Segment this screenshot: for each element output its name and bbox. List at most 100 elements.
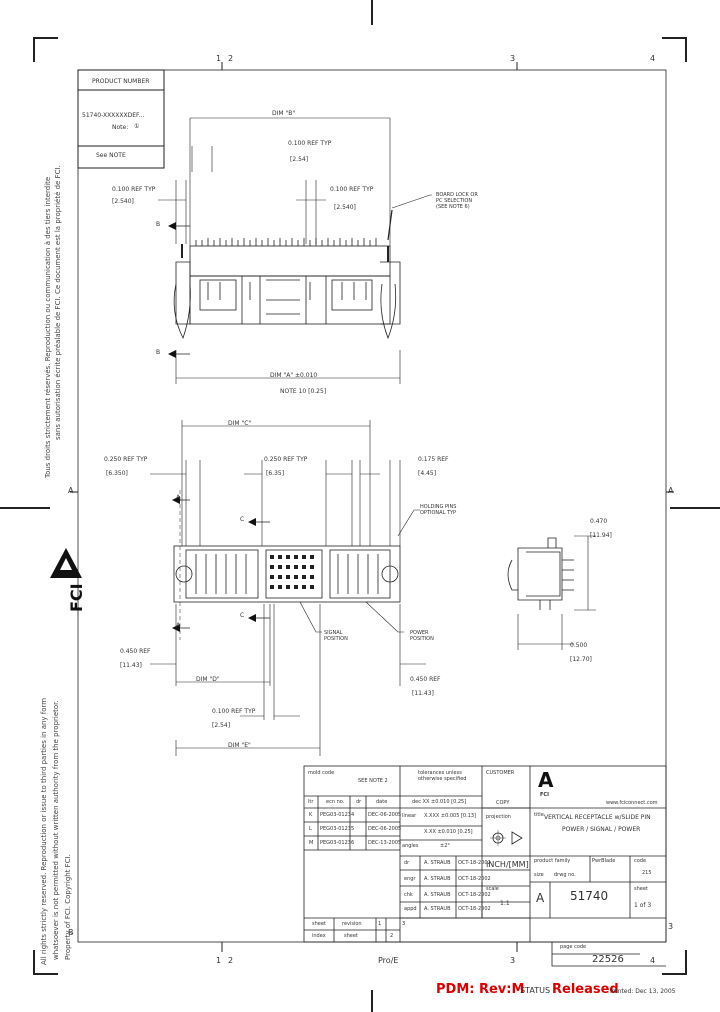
dim-450-right-mm: [11.43]: [412, 690, 434, 697]
product-family: PwrBlade: [592, 858, 616, 864]
dim-450-right: 0.450 REF: [410, 676, 441, 683]
ref-typ-bottom-mm: [2.54]: [212, 722, 231, 729]
rev-ecn-header: ecn no.: [326, 799, 345, 805]
sheet-row-label: sheet: [312, 921, 326, 927]
ref-250-mid: 0.250 REF TYP: [264, 456, 308, 463]
status-value: Released: [552, 982, 619, 997]
section-b-top: B: [156, 221, 161, 228]
zone-right-a: A: [668, 486, 674, 495]
website: www.fciconnect.com: [606, 800, 658, 806]
dim-a-label: DIM "A" ±0.010: [270, 372, 318, 379]
power-position-label: POWER POSITION: [410, 630, 434, 642]
ref-250-left-mm: [6.350]: [106, 470, 128, 477]
section-b-bottom: B: [156, 349, 161, 356]
sign-name: A. STRAUB: [424, 876, 451, 882]
dim-500: 0.500: [570, 642, 588, 649]
tolerances-label: tolerances unless otherwise specified: [418, 770, 467, 782]
rev-ltr-header: ltr: [308, 799, 314, 805]
ref-175-mm: [4.45]: [418, 470, 437, 477]
printed-date: Printed: Dec 13, 2005: [610, 988, 676, 995]
customer-label: CUSTOMER: [486, 770, 515, 776]
confidential-fr-2: sans autorisation écrite préalable de FC…: [54, 165, 62, 440]
tol-angles-label: angles: [402, 843, 419, 849]
rev-row-date: DEC-06-2005: [368, 826, 402, 832]
rev-index-2: 2: [390, 933, 394, 939]
sign-name: A. STRAUB: [424, 906, 451, 912]
sheet-label: sheet: [634, 886, 648, 892]
code-value: 215: [642, 870, 652, 876]
index-row-label: index: [312, 933, 326, 939]
sign-date: OCT-18-2002: [458, 860, 491, 866]
zone-left-a: A: [68, 486, 74, 495]
zone-top-1: 1: [216, 54, 222, 63]
sign-who: chk: [404, 892, 413, 898]
rev-row-ltr: M: [309, 840, 314, 846]
note-symbol-icon: ①: [134, 123, 140, 130]
sign-name: A. STRAUB: [424, 892, 451, 898]
dim-e-label: DIM "E": [228, 742, 251, 749]
zone-top-3: 3: [510, 54, 516, 63]
zone-top-2: 2: [228, 54, 234, 63]
ref-left-mm: [2.540]: [112, 198, 134, 205]
size-value: A: [536, 891, 545, 905]
section-a-top: A: [176, 494, 181, 501]
rights-en-3: Property of FCI. Copyright FCI.: [64, 854, 72, 960]
product-number-header: PRODUCT NUMBER: [92, 78, 150, 85]
zone-left-b: B: [68, 928, 74, 937]
scale-value: 1:1: [500, 900, 510, 907]
tol-angles-val: ±2°: [440, 843, 450, 849]
zone-bottom-2: 2: [228, 956, 234, 965]
dim-b-label: DIM "B": [272, 110, 296, 117]
ref-250-left: 0.250 REF TYP: [104, 456, 148, 463]
note-10: NOTE 10 [0.25]: [280, 388, 327, 395]
dim-d-label: DIM "D": [196, 676, 220, 683]
holding-pins-note: HOLDING PINS OPTIONAL TYP: [420, 504, 457, 516]
revision-sheet-label: sheet: [344, 933, 358, 939]
zone-bottom-4: 4: [650, 956, 656, 965]
sign-who: engr: [404, 876, 416, 882]
rights-en-2: whatsoever is not permitted without writ…: [52, 700, 60, 960]
rev-row-ecn: PEG03-01234: [320, 812, 355, 818]
drawing-title: VERTICAL RECEPTACLE w/SLIDE PIN: [544, 814, 651, 821]
section-c-bottom: C: [240, 612, 245, 619]
board-lock-note: BOARD LOCK OR PC SELECTION (SEE NOTE 6): [436, 192, 478, 210]
tol-linear-val: X.XXX ±0.005 [0.13]: [424, 813, 477, 819]
ref-left: 0.100 REF TYP: [112, 186, 156, 193]
confidential-fr: Tous droits strictement réservés. Reprod…: [44, 176, 52, 478]
section-c-top: C: [240, 516, 245, 523]
dim-500-mm: [12.70]: [570, 656, 592, 663]
dim-450-left: 0.450 REF: [120, 648, 151, 655]
sign-who: dr: [404, 860, 410, 866]
pdm-revision: PDM: Rev:M: [436, 982, 525, 997]
signal-position-label: SIGNAL POSITION: [324, 630, 348, 642]
sign-date: OCT-18-2002: [458, 906, 491, 912]
rev-row-ecn: PEG03-01236: [320, 840, 355, 846]
zone-right-3: 3: [668, 922, 674, 931]
product-family-label: product family: [534, 858, 571, 864]
rev-row-ltr: K: [309, 812, 313, 818]
rev-dr-header: dr: [356, 799, 362, 805]
drawing-title-2: POWER / SIGNAL / POWER: [562, 826, 641, 833]
sheet-value: 1 of 3: [634, 902, 652, 909]
customer-copy: COPY: [496, 800, 510, 806]
dim-450-left-mm: [11.43]: [120, 662, 142, 669]
section-a-bottom: A: [176, 622, 181, 629]
rev-index-3: 3: [402, 921, 406, 927]
tol-linear-val2: X.XX ±0.010 [0.25]: [424, 829, 473, 835]
dim-c-label: DIM "C": [228, 420, 252, 427]
rev-row-ecn: PEG03-01235: [320, 826, 355, 832]
sign-who: appd: [404, 906, 417, 912]
tol-linear-label: linear: [402, 813, 417, 819]
zone-top-4: 4: [650, 54, 656, 63]
sign-name: A. STRAUB: [424, 860, 451, 866]
drawing-number: 51740: [570, 889, 609, 903]
projection-label: projection: [486, 814, 511, 820]
rev-row-date: DEC-06-2005: [368, 812, 402, 818]
rights-en: All rights strictly reserved. Reproducti…: [40, 697, 48, 965]
rev-index-1: 1: [378, 921, 382, 927]
size-label: size: [534, 872, 544, 878]
rev-date-header: date: [376, 799, 388, 805]
sign-date: OCT-18-2002: [458, 892, 491, 898]
